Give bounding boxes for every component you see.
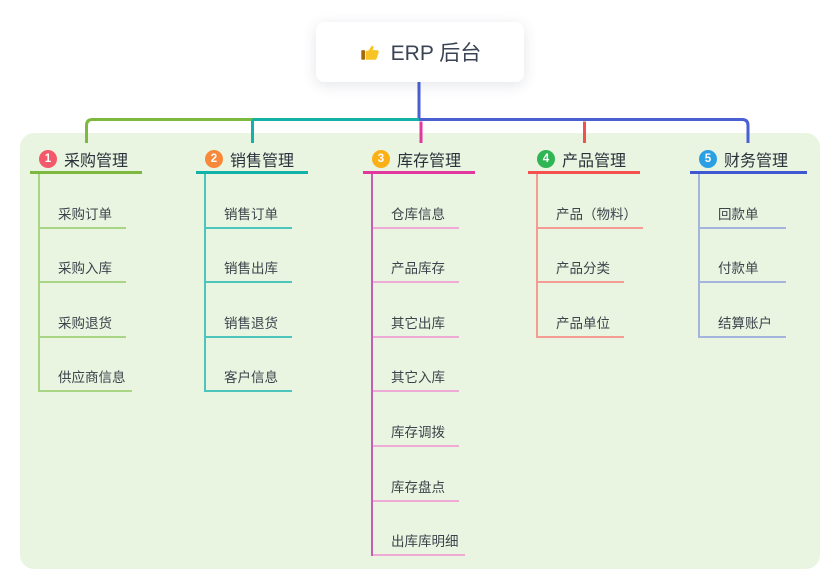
child-node[interactable]: 客户信息 xyxy=(206,338,292,393)
child-node[interactable]: 其它入库 xyxy=(373,338,459,393)
branch-title-label: 库存管理 xyxy=(397,152,462,170)
child-node[interactable]: 出库库明细 xyxy=(373,502,465,557)
branch-column-2: 2 销售管理 销售订单销售出库销售退货客户信息 xyxy=(196,146,308,393)
child-node-label: 采购退货 xyxy=(58,315,112,331)
child-node-label: 库存调拨 xyxy=(391,424,445,440)
child-node-label: 仓库信息 xyxy=(391,206,445,222)
child-node-label: 产品单位 xyxy=(556,315,610,331)
child-node[interactable]: 产品分类 xyxy=(538,229,624,284)
root-node-erp[interactable]: ERP 后台 xyxy=(316,22,524,82)
child-node-label: 销售出库 xyxy=(224,261,278,277)
branch-title-产品管理[interactable]: 4 产品管理 xyxy=(528,146,640,174)
child-node[interactable]: 产品（物料） xyxy=(538,174,643,229)
branch-title-label: 采购管理 xyxy=(64,152,129,170)
branch-number-badge: 2 xyxy=(205,149,223,168)
branch-children: 回款单付款单结算账户 xyxy=(698,174,807,338)
branch-children: 仓库信息产品库存其它出库其它入库库存调拨库存盘点出库库明细 xyxy=(371,174,475,557)
child-node[interactable]: 回款单 xyxy=(700,174,786,229)
child-node[interactable]: 销售订单 xyxy=(206,174,292,229)
child-node-label: 其它入库 xyxy=(391,370,445,386)
thumbs-up-icon xyxy=(359,41,381,63)
child-node[interactable]: 采购退货 xyxy=(40,283,126,338)
child-node[interactable]: 销售退货 xyxy=(206,283,292,338)
branch-children: 产品（物料） 产品分类产品单位 xyxy=(536,174,643,338)
branch-title-财务管理[interactable]: 5 财务管理 xyxy=(690,146,807,174)
branch-title-采购管理[interactable]: 1 采购管理 xyxy=(30,146,142,174)
child-node-label: 产品库存 xyxy=(391,261,445,277)
branch-title-label: 财务管理 xyxy=(724,152,789,170)
child-node[interactable]: 结算账户 xyxy=(700,283,786,338)
child-node-label: 回款单 xyxy=(718,206,759,222)
branch-column-4: 4 产品管理 产品（物料） 产品分类产品单位 xyxy=(528,146,643,338)
branch-title-label: 销售管理 xyxy=(230,152,295,170)
branch-column-5: 5 财务管理 回款单付款单结算账户 xyxy=(690,146,807,338)
child-node-label: 客户信息 xyxy=(224,370,278,386)
child-node-label: 其它出库 xyxy=(391,315,445,331)
child-node[interactable]: 产品单位 xyxy=(538,283,624,338)
child-node[interactable]: 库存调拨 xyxy=(373,392,459,447)
child-node[interactable]: 库存盘点 xyxy=(373,447,459,502)
child-node[interactable]: 产品库存 xyxy=(373,229,459,284)
branch-column-3: 3 库存管理 仓库信息产品库存其它出库其它入库库存调拨库存盘点出库库明细 xyxy=(363,146,475,557)
child-node-label: 采购订单 xyxy=(58,206,112,222)
branch-title-销售管理[interactable]: 2 销售管理 xyxy=(196,146,308,174)
branch-children: 销售订单销售出库销售退货客户信息 xyxy=(204,174,308,393)
branch-title-库存管理[interactable]: 3 库存管理 xyxy=(363,146,475,174)
branch-number-badge: 1 xyxy=(39,149,57,168)
branch-column-1: 1 采购管理 采购订单采购入库采购退货供应商信息 xyxy=(30,146,142,393)
child-node-label: 付款单 xyxy=(718,261,759,277)
child-node-label: 库存盘点 xyxy=(391,479,445,495)
child-node[interactable]: 仓库信息 xyxy=(373,174,459,229)
child-node-label: 销售订单 xyxy=(224,206,278,222)
branch-children: 采购订单采购入库采购退货供应商信息 xyxy=(38,174,142,393)
child-node-label: 结算账户 xyxy=(718,315,772,331)
child-node[interactable]: 采购入库 xyxy=(40,229,126,284)
child-node-label: 供应商信息 xyxy=(58,370,126,386)
child-node[interactable]: 付款单 xyxy=(700,229,786,284)
branch-number-badge: 5 xyxy=(699,149,717,168)
child-node-label: 销售退货 xyxy=(224,315,278,331)
root-node-label: ERP 后台 xyxy=(390,42,482,65)
child-node-label: 产品（物料） xyxy=(556,206,637,222)
child-node-label: 产品分类 xyxy=(556,261,610,277)
branch-number-badge: 4 xyxy=(537,149,555,168)
child-node[interactable]: 供应商信息 xyxy=(40,338,132,393)
branch-number-badge: 3 xyxy=(372,149,390,168)
child-node-label: 采购入库 xyxy=(58,261,112,277)
child-node[interactable]: 其它出库 xyxy=(373,283,459,338)
child-node[interactable]: 采购订单 xyxy=(40,174,126,229)
child-node-label: 出库库明细 xyxy=(391,534,459,550)
child-node[interactable]: 销售出库 xyxy=(206,229,292,284)
mindmap-background-panel xyxy=(20,133,820,569)
branch-title-label: 产品管理 xyxy=(562,152,627,170)
